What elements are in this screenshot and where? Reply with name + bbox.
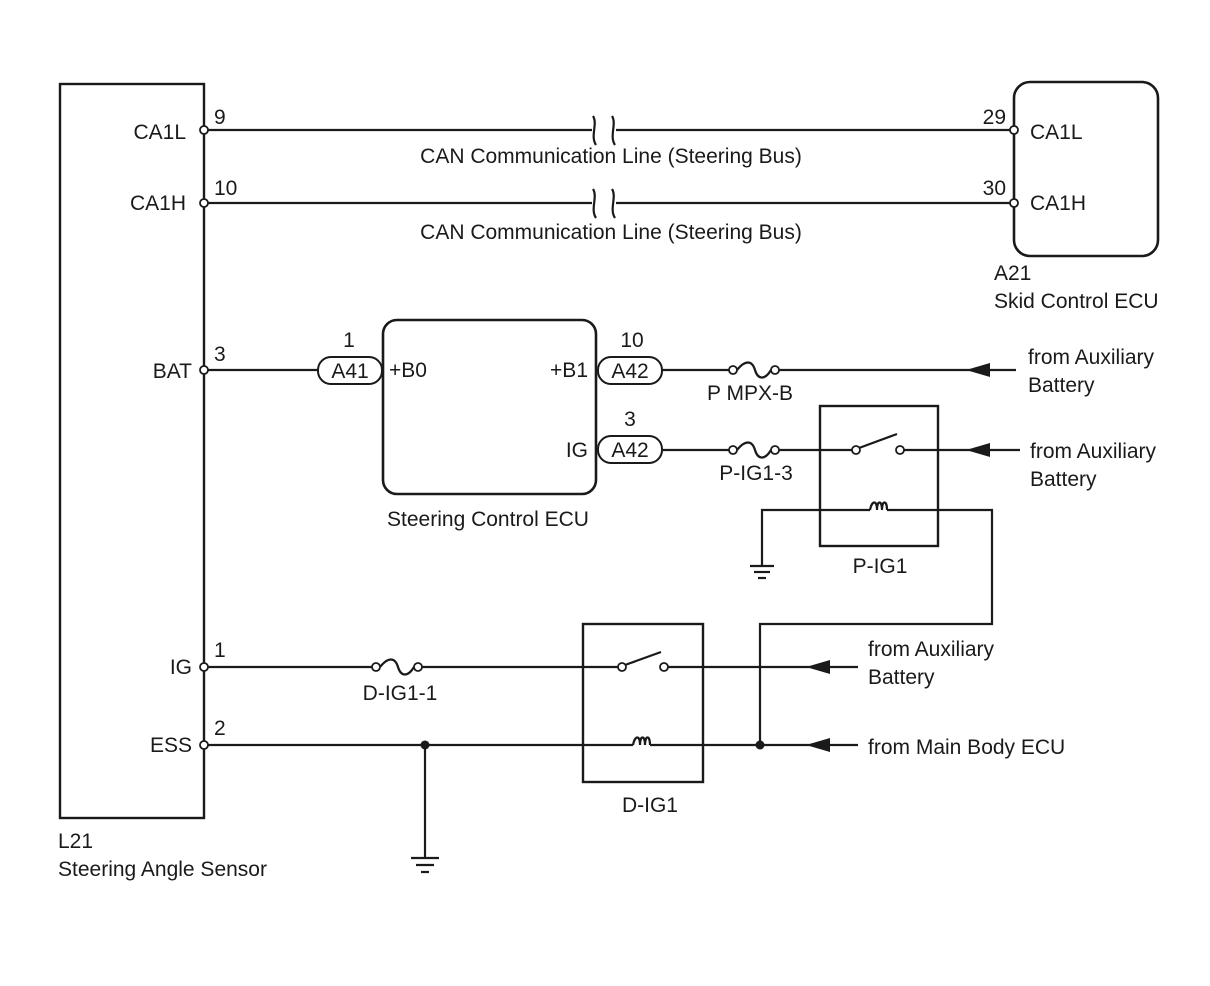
fuse-p-mpx-b-icon [736,361,772,379]
source-arrow-4 [806,738,830,752]
skid-terminal-ca1l: CA1L [1030,121,1083,144]
sensor-code: L21 [58,830,93,853]
sensor-pin-ess-terminal [199,740,209,750]
source-2-line1: from Auxiliary [1030,440,1157,463]
source-4-line1: from Main Body ECU [868,736,1065,759]
fuse-d-ig1-1-icon [379,658,415,676]
sensor-pin-ess: 2 [214,717,226,740]
steering-control-ecu-box [381,318,598,496]
fuse-p-mpx-b-label: P MPX-B [707,382,793,405]
fuse-d-ig1-1-label: D-IG1-1 [363,682,438,705]
source-arrow-1 [966,363,990,377]
sensor-terminal-ca1l: CA1L [133,121,186,144]
skid-pin-ca1h: 30 [983,177,1006,200]
junction-main-body [755,740,765,750]
sensor-pin-ig-terminal [199,662,209,672]
skid-terminal-ca1h: CA1H [1030,192,1086,215]
skid-control-ecu-box [1012,80,1160,258]
can-line-ca1h-break [591,188,616,219]
source-3-line1: from Auxiliary [868,638,995,661]
sensor-pin-ca1l: 9 [214,106,226,129]
can-line-ca1h-label: CAN Communication Line (Steering Bus) [420,221,802,244]
source-arrow-2 [966,443,990,457]
source-2-line2: Battery [1030,468,1097,491]
source-arrow-3 [806,660,830,674]
connector-a42-ig-label: A42 [611,439,648,462]
sensor-pin-ca1l-terminal [199,125,209,135]
ground-icon-ess [411,856,439,874]
source-3-line2: Battery [868,666,935,689]
steering-angle-sensor-box [58,82,206,820]
steering-ecu-terminal-b0: +B0 [389,359,427,382]
sensor-pin-ca1h-terminal [199,198,209,208]
relay-p-ig1-coil-icon [868,501,889,511]
skid-ecu-name: Skid Control ECU [994,290,1159,313]
steering-ecu-name: Steering Control ECU [387,508,589,531]
source-1-line1: from Auxiliary [1028,346,1155,369]
sensor-pin-bat-terminal [199,365,209,375]
steering-ecu-terminal-b1: +B1 [550,359,588,382]
fuse-p-ig1-3-label: P-IG1-3 [719,462,793,485]
fuse-p-ig1-3-icon [736,441,772,459]
skid-pin-ca1l-terminal [1009,125,1019,135]
relay-p-ig1-label: P-IG1 [853,555,908,578]
sensor-pin-bat: 3 [214,343,226,366]
relay-d-ig1-switch [624,650,662,667]
skid-ecu-code: A21 [994,262,1031,285]
ground-icon-p-ig1 [750,564,774,580]
skid-pin-ca1l: 29 [983,106,1006,129]
sensor-pin-ca1h: 10 [214,177,237,200]
can-line-ca1l-label: CAN Communication Line (Steering Bus) [420,145,802,168]
connector-a42-b1-pin: 10 [620,329,643,352]
sensor-terminal-ess: ESS [150,734,192,757]
connector-a41-pin: 1 [343,329,355,352]
sensor-terminal-bat: BAT [153,360,192,383]
p-ig1-coil-ground-wire [760,508,870,566]
relay-d-ig1-box [581,622,705,784]
sensor-pin-ig: 1 [214,639,226,662]
skid-pin-ca1h-terminal [1009,198,1019,208]
steering-ecu-terminal-ig: IG [566,439,588,462]
connector-a42-ig-pin: 3 [624,408,636,431]
can-line-ca1l-break [591,115,616,146]
connector-a41-label: A41 [331,360,368,383]
p-ig1-coil-control-wire [758,508,994,745]
sensor-terminal-ig: IG [170,656,192,679]
source-1-line2: Battery [1028,374,1095,397]
connector-a42-b1-label: A42 [611,360,648,383]
relay-p-ig1-box [818,404,940,548]
relay-d-ig1-coil-icon [631,736,652,746]
relay-d-ig1-label: D-IG1 [622,794,678,817]
relay-p-ig1-switch [858,432,898,450]
sensor-terminal-ca1h: CA1H [130,192,186,215]
sensor-name: Steering Angle Sensor [58,858,267,881]
